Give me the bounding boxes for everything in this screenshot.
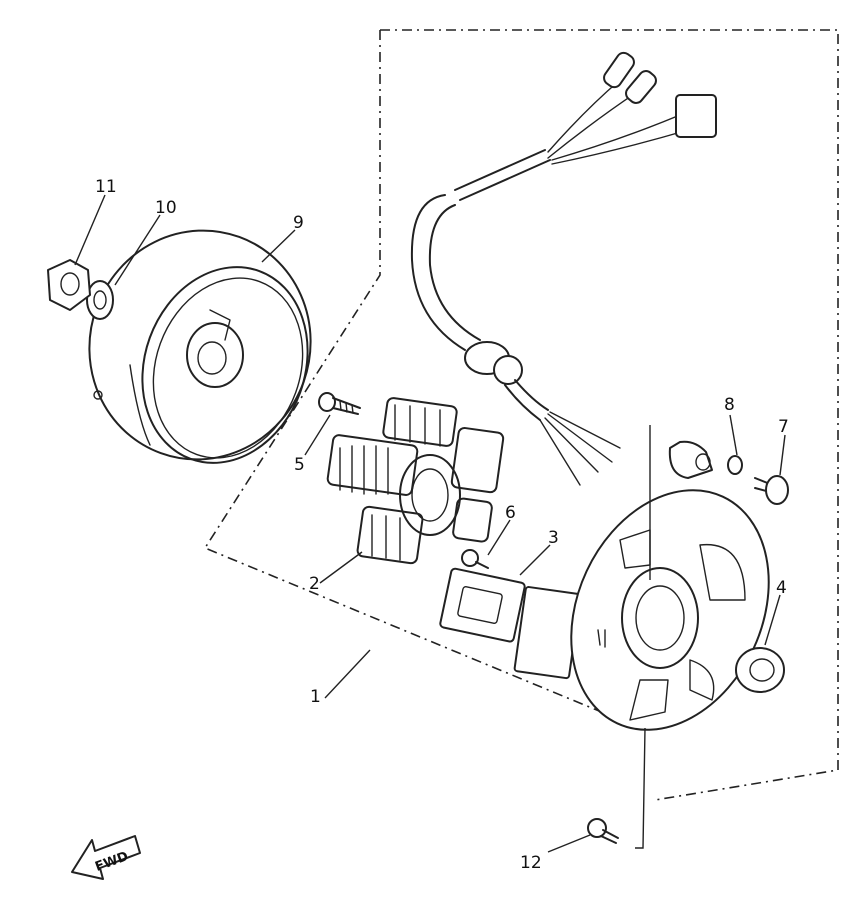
assembly-boundary — [203, 29, 839, 801]
callout-7: 7 — [778, 417, 789, 437]
fwd-arrow-icon — [71, 835, 141, 880]
part-clamp — [668, 440, 743, 479]
fwd-direction-marker: FWD — [71, 835, 141, 880]
part-nut — [47, 259, 91, 311]
callout-3: 3 — [548, 528, 559, 548]
callout-1: 1 — [310, 687, 321, 707]
callout-4: 4 — [776, 578, 787, 598]
part-washer — [86, 280, 114, 320]
callout-10: 10 — [155, 198, 177, 218]
callout-6: 6 — [505, 503, 516, 523]
callout-9: 9 — [293, 213, 304, 233]
part-base-plate — [570, 489, 770, 731]
part-pickup-coil — [439, 567, 582, 680]
part-screw-stator — [318, 392, 361, 415]
callout-5: 5 — [294, 455, 305, 475]
part-screw-pickup — [461, 549, 489, 569]
part-bolt-clamp — [754, 475, 789, 505]
leader-lines — [74, 194, 786, 853]
callout-2: 2 — [309, 574, 320, 594]
part-rotor — [88, 229, 312, 464]
subassembly-bracket — [635, 425, 651, 849]
part-wire-harness — [410, 51, 717, 486]
part-stator — [326, 397, 505, 565]
callout-8: 8 — [724, 395, 735, 415]
callout-11: 11 — [95, 177, 117, 197]
part-screw-plate — [587, 818, 619, 844]
part-oil-seal — [735, 647, 785, 693]
callout-12: 12 — [520, 853, 542, 873]
